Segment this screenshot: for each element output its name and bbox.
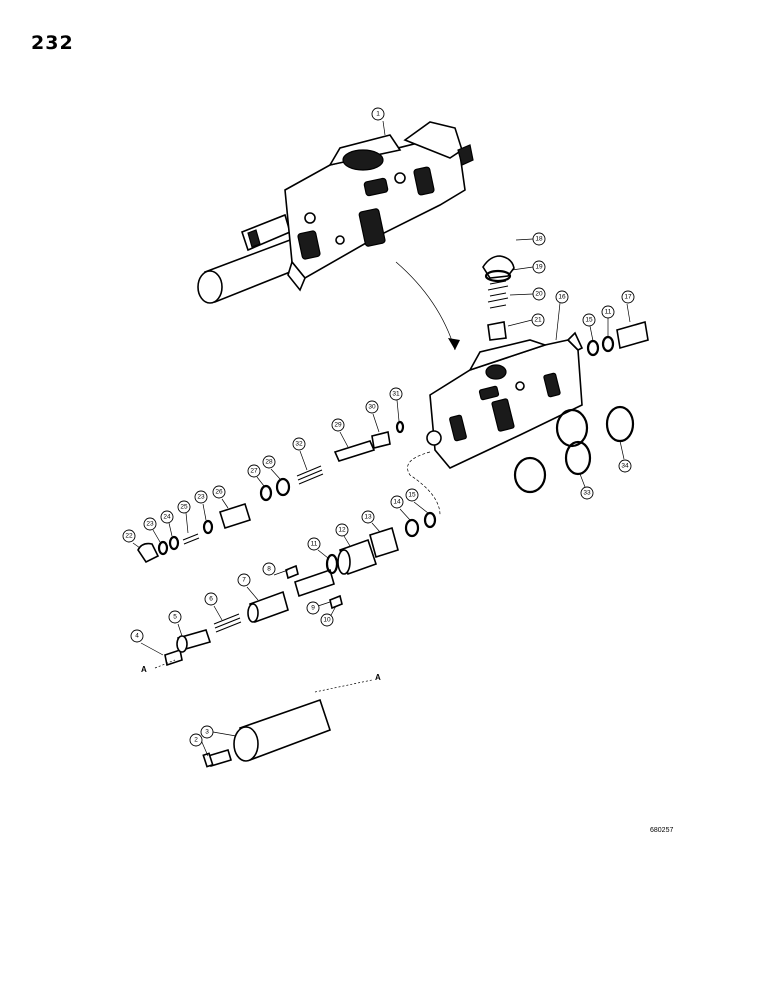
svg-text:16: 16	[558, 294, 566, 301]
svg-text:28: 28	[265, 459, 273, 466]
callout-15: 15	[405, 488, 419, 502]
relief-cap-group	[482, 255, 515, 341]
callout-5: 5	[168, 610, 182, 624]
drawing-code: 680257	[650, 827, 674, 834]
svg-text:20: 20	[535, 291, 543, 298]
callout-6: 6	[204, 592, 218, 606]
callouts: 1 2 3 4 5 6 7 8 9 10 11 12 13 14 15 16 1…	[122, 107, 635, 757]
callout-7: 7	[237, 573, 251, 587]
spool-parts-row	[137, 420, 405, 564]
callout-24: 24	[160, 510, 174, 524]
svg-text:15: 15	[585, 317, 593, 324]
callout-3: 3	[200, 725, 214, 739]
svg-text:23: 23	[146, 521, 154, 528]
callout-13: 13	[361, 510, 375, 524]
callout-28: 28	[262, 455, 276, 469]
callout-20: 20	[532, 287, 546, 301]
svg-text:23: 23	[197, 494, 205, 501]
callout-17: 17	[621, 290, 635, 304]
assembled-valve-section	[197, 121, 474, 304]
callout-11-right: 11	[601, 305, 615, 319]
reference-letter-a-right: A	[375, 673, 381, 682]
callout-4: 4	[130, 629, 144, 643]
callout-16: 16	[555, 290, 569, 304]
svg-text:26: 26	[215, 489, 223, 496]
callout-30: 30	[365, 400, 379, 414]
callout-9: 9	[306, 601, 320, 615]
svg-text:11: 11	[311, 541, 318, 548]
callout-14: 14	[390, 495, 404, 509]
callout-18: 18	[532, 232, 546, 246]
svg-text:1: 1	[376, 111, 380, 118]
callout-12: 12	[335, 523, 349, 537]
svg-text:6: 6	[209, 596, 213, 603]
svg-text:24: 24	[163, 514, 171, 521]
callout-8: 8	[262, 562, 276, 576]
page-number: 232	[31, 32, 74, 54]
callout-26: 26	[212, 485, 226, 499]
svg-text:19: 19	[535, 264, 543, 271]
svg-text:14: 14	[393, 499, 401, 506]
svg-text:18: 18	[535, 236, 543, 243]
svg-text:12: 12	[338, 527, 346, 534]
callout-33: 33	[580, 486, 594, 500]
callout-27: 27	[247, 464, 261, 478]
callout-34: 34	[618, 459, 632, 473]
svg-text:5: 5	[173, 614, 177, 621]
callout-19: 19	[532, 260, 546, 274]
svg-text:30: 30	[368, 404, 376, 411]
svg-text:29: 29	[334, 422, 342, 429]
svg-text:32: 32	[295, 441, 303, 448]
callout-31: 31	[389, 387, 403, 401]
callout-2: 2	[189, 733, 203, 747]
svg-text:27: 27	[250, 468, 258, 475]
callout-29: 29	[331, 418, 345, 432]
callout-11: 11	[307, 537, 321, 551]
svg-text:31: 31	[392, 391, 400, 398]
svg-text:34: 34	[621, 463, 629, 470]
end-plug-group	[586, 320, 649, 357]
reference-letter-a-left: A	[141, 665, 147, 674]
svg-text:33: 33	[583, 490, 591, 497]
callout-1: 1	[371, 107, 385, 121]
svg-text:8: 8	[267, 566, 271, 573]
callout-32: 32	[292, 437, 306, 451]
svg-text:21: 21	[534, 317, 542, 324]
plunger-parts-row	[164, 511, 437, 667]
svg-text:13: 13	[364, 514, 372, 521]
callout-23a: 23	[143, 517, 157, 531]
svg-text:15: 15	[408, 492, 416, 499]
svg-text:22: 22	[125, 533, 133, 540]
spool-cap-housing	[202, 698, 332, 768]
callout-25: 25	[177, 500, 191, 514]
svg-text:7: 7	[242, 577, 246, 584]
callout-21: 21	[531, 313, 545, 327]
svg-text:11: 11	[605, 309, 612, 316]
callout-10: 10	[320, 613, 334, 627]
callout-23b: 23	[194, 490, 208, 504]
callout-22: 22	[122, 529, 136, 543]
svg-text:2: 2	[194, 737, 198, 744]
callout-15-right: 15	[582, 313, 596, 327]
svg-text:4: 4	[135, 633, 139, 640]
svg-text:3: 3	[205, 729, 209, 736]
svg-text:10: 10	[323, 617, 331, 624]
svg-text:25: 25	[180, 504, 188, 511]
svg-text:17: 17	[624, 294, 632, 301]
svg-text:9: 9	[311, 605, 315, 612]
valve-section-body	[426, 331, 584, 469]
